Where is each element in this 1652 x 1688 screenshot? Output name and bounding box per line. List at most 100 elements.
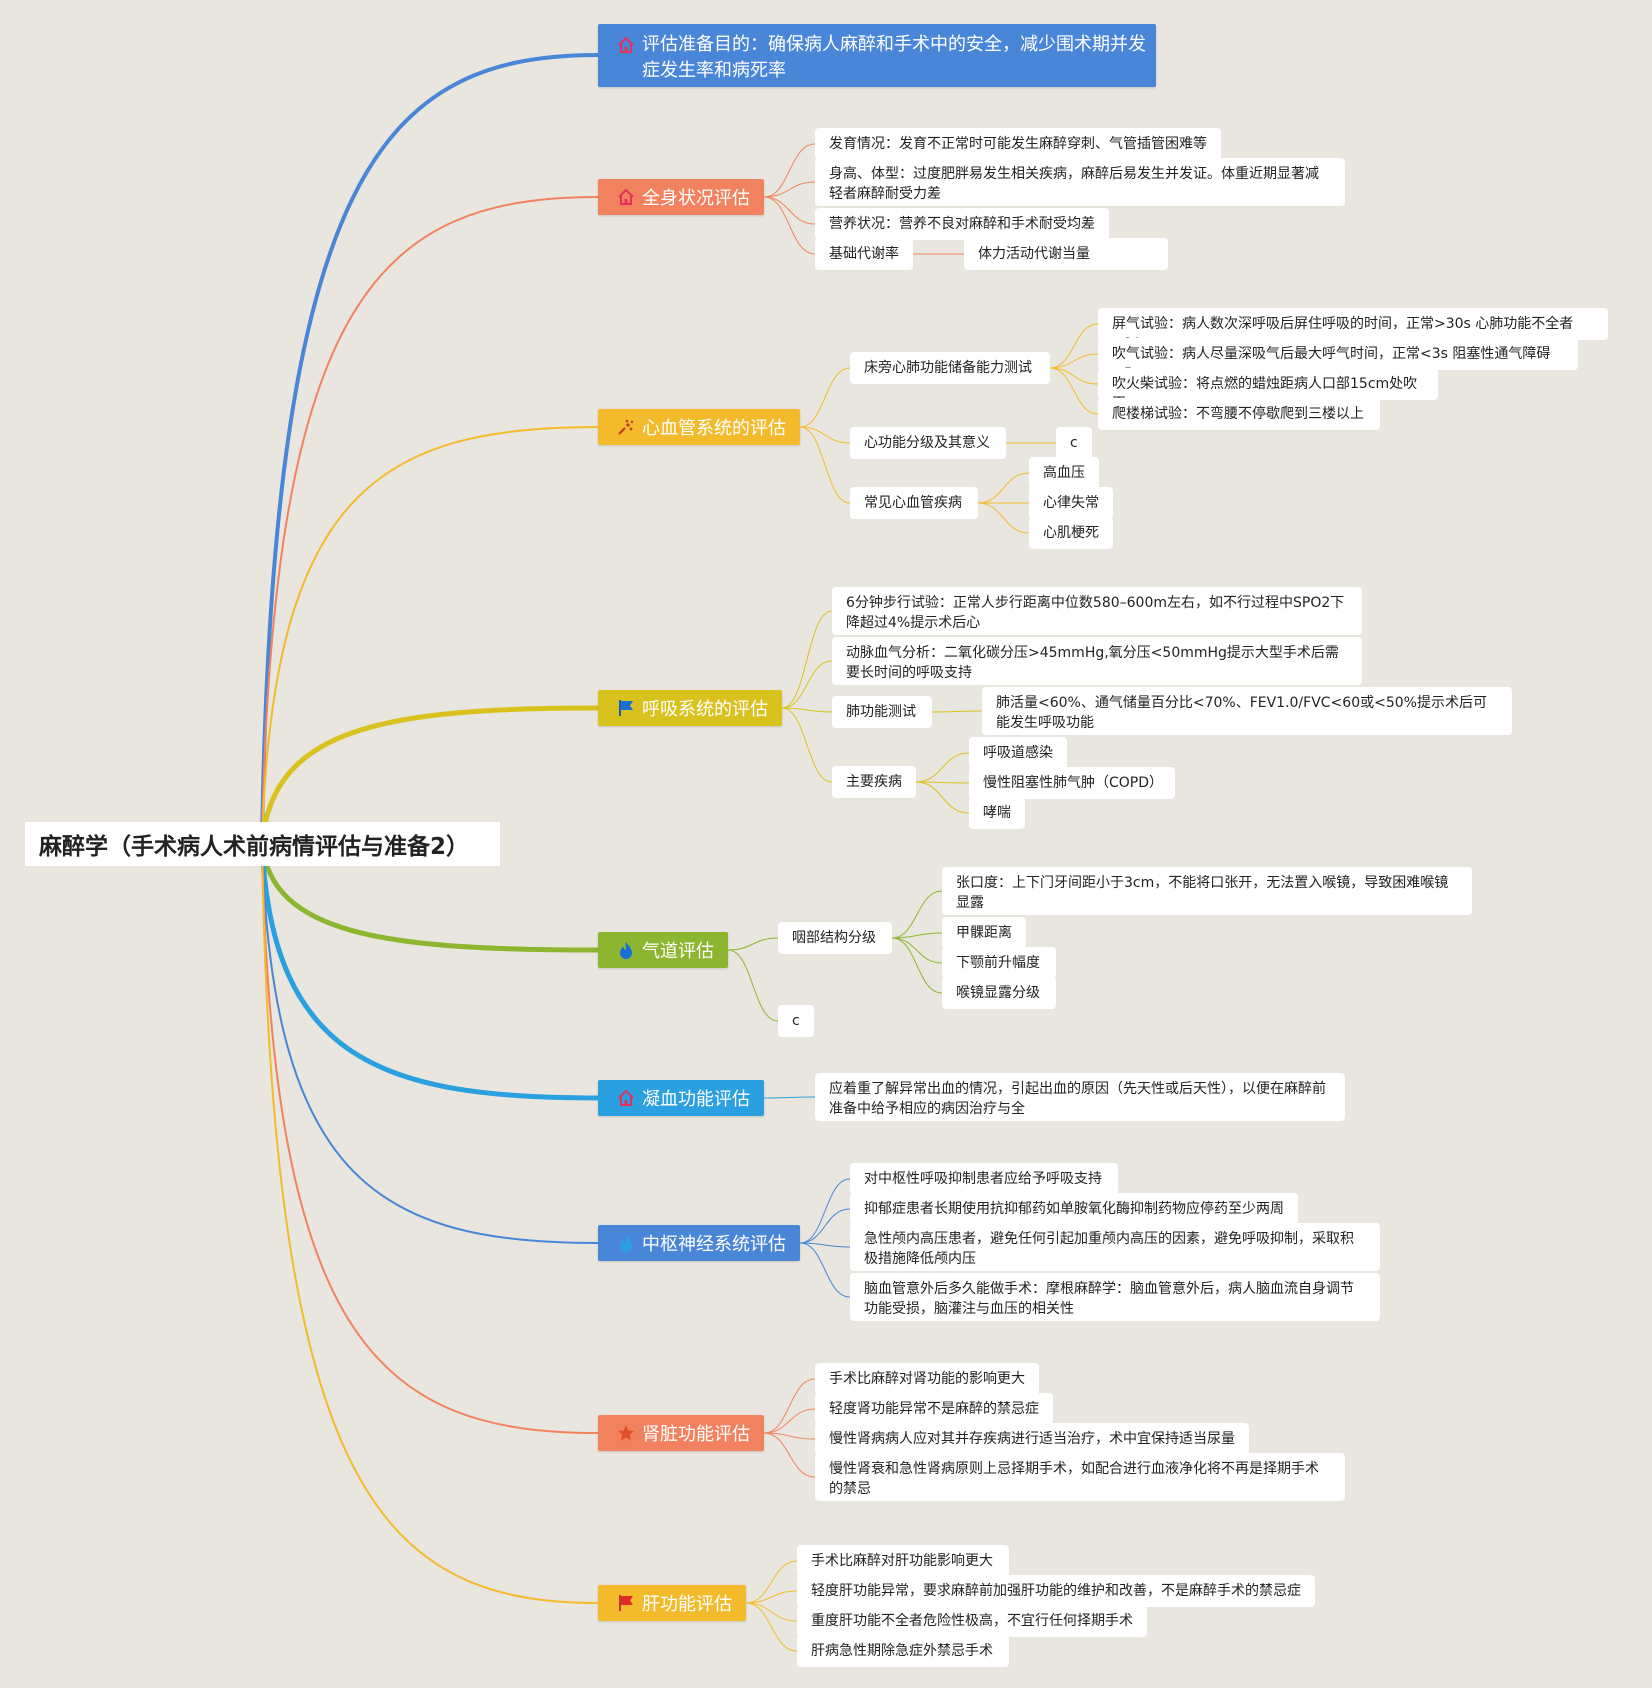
list-item[interactable]: 发育情况：发育不正常时可能发生麻醉穿刺、气管插管困难等 bbox=[815, 128, 1221, 160]
flag-icon bbox=[616, 1593, 636, 1613]
list-item[interactable]: 高血压 bbox=[1029, 457, 1099, 489]
connector-line bbox=[260, 53, 599, 845]
list-item[interactable]: 身高、体型：过度肥胖易发生相关疾病，麻醉后易发生并发证。体重近期显著减轻者麻醉耐… bbox=[815, 158, 1345, 206]
branch-label: 肾脏功能评估 bbox=[642, 1424, 750, 1445]
list-item[interactable]: 哮喘 bbox=[969, 797, 1025, 829]
branch-coag[interactable]: 凝血功能评估 bbox=[598, 1080, 764, 1116]
list-item[interactable]: 手术比麻醉对肝功能影响更大 bbox=[797, 1545, 1009, 1577]
connector-line bbox=[745, 1602, 798, 1622]
list-item[interactable]: c bbox=[1056, 427, 1092, 459]
flame-icon bbox=[616, 940, 636, 960]
list-item[interactable]: 抑郁症患者长期使用抗抑郁药如单胺氧化酶抑制药物应停药至少两周 bbox=[850, 1193, 1298, 1225]
list-item[interactable]: 脑血管意外后多久能做手术：摩根麻醉学：脑血管意外后，病人脑血流自身调节功能受损，… bbox=[850, 1273, 1380, 1321]
connector-line bbox=[799, 1242, 851, 1298]
connector-line bbox=[1049, 323, 1099, 369]
list-item[interactable]: 床旁心肺功能储备能力测试 bbox=[850, 352, 1050, 384]
list-item[interactable]: 慢性肾衰和急性肾病原则上忌择期手术，如配合进行血液净化将不再是择期手术的禁忌 bbox=[815, 1453, 1345, 1501]
connector-line bbox=[891, 890, 943, 939]
connector-line bbox=[799, 1242, 851, 1248]
connector-line bbox=[781, 707, 833, 783]
connector-line bbox=[763, 1432, 816, 1478]
list-item[interactable]: 甲髁距离 bbox=[942, 917, 1026, 949]
connector-line bbox=[977, 502, 1030, 534]
list-item[interactable]: 屏气试验：病人数次深呼吸后屏住呼吸的时间，正常>30s 心肺功能不全者<20s bbox=[1098, 308, 1608, 352]
flame-icon bbox=[616, 1233, 636, 1253]
flag-icon bbox=[616, 698, 636, 718]
house-icon bbox=[616, 35, 636, 55]
connector-line bbox=[261, 843, 599, 1244]
list-item[interactable]: 咽部结构分级 bbox=[778, 922, 892, 954]
list-item[interactable]: 动脉血气分析：二氧化碳分压>45mmHg,氧分压<50mmHg提示大型手术后需要… bbox=[832, 637, 1362, 685]
connector-line bbox=[745, 1560, 798, 1604]
connector-line bbox=[763, 1408, 816, 1434]
connector-line bbox=[261, 843, 599, 1434]
connector-line bbox=[1049, 367, 1099, 415]
list-item[interactable]: 心肌梗死 bbox=[1029, 517, 1113, 549]
list-item[interactable]: 下颚前升幅度 bbox=[942, 947, 1056, 979]
branch-label: 中枢神经系统评估 bbox=[642, 1234, 786, 1255]
connector-line bbox=[261, 196, 599, 845]
list-item[interactable]: c bbox=[778, 1005, 814, 1037]
connector-line bbox=[915, 781, 970, 784]
branch-general[interactable]: 全身状况评估 bbox=[598, 179, 764, 215]
list-item[interactable]: 急性颅内高压患者，避免任何引起加重颅内高压的因素，避免呼吸抑制，采取积极措施降低… bbox=[850, 1223, 1380, 1271]
branch-liver[interactable]: 肝功能评估 bbox=[598, 1585, 746, 1621]
list-item[interactable]: 吹气试验：病人尽量深吸气后最大呼气时间，正常<3s 阻塞性通气障碍>5s bbox=[1098, 338, 1578, 382]
star-icon bbox=[616, 1423, 636, 1443]
house-icon bbox=[616, 187, 636, 207]
list-item[interactable]: 对中枢性呼吸抑制患者应给予呼吸支持 bbox=[850, 1163, 1118, 1195]
connector-line bbox=[727, 949, 779, 1022]
connector-line bbox=[891, 937, 943, 964]
connector-line bbox=[259, 843, 599, 1101]
connector-line bbox=[781, 660, 833, 709]
connector-line bbox=[799, 367, 851, 428]
branch-label: 心血管系统的评估 bbox=[642, 418, 786, 439]
connector-line bbox=[763, 181, 816, 198]
connector-line bbox=[781, 707, 833, 713]
list-item[interactable]: 张口度：上下门牙间距小于3cm，不能将口张开，无法置入喉镜，导致困难喉镜显露 bbox=[942, 867, 1472, 915]
connector-line bbox=[915, 752, 970, 783]
list-item[interactable]: 心功能分级及其意义 bbox=[850, 427, 1006, 459]
list-item[interactable]: 重度肝功能不全者危险性极高，不宜行任何择期手术 bbox=[797, 1605, 1147, 1637]
branch-label: 评估准备目的：确保病人麻醉和手术中的安全，减少围术期并发症发生率和病死率 bbox=[642, 34, 1146, 81]
list-item[interactable]: 肝病急性期除急症外禁忌手术 bbox=[797, 1635, 1009, 1667]
connector-line bbox=[977, 472, 1030, 504]
list-item[interactable]: 轻度肾功能异常不是麻醉的禁忌症 bbox=[815, 1393, 1053, 1425]
branch-cardio[interactable]: 心血管系统的评估 bbox=[598, 409, 800, 445]
list-item[interactable]: 喉镜显露分级 bbox=[942, 977, 1056, 1009]
branch-resp[interactable]: 呼吸系统的评估 bbox=[598, 690, 782, 726]
connector-line bbox=[891, 932, 943, 939]
house-icon bbox=[616, 1088, 636, 1108]
connector-line bbox=[763, 196, 816, 255]
list-item[interactable]: 吹火柴试验：将点燃的蜡烛距病人口部15cm处吹灭 bbox=[1098, 368, 1438, 412]
list-item[interactable]: 6分钟步行试验：正常人步行距离中位数580–600m左右，如不行过程中SPO2下… bbox=[832, 587, 1362, 635]
connector-line bbox=[745, 1590, 798, 1604]
branch-purpose[interactable]: 评估准备目的：确保病人麻醉和手术中的安全，减少围术期并发症发生率和病死率 bbox=[598, 24, 1156, 87]
list-item[interactable]: 营养状况：营养不良对麻醉和手术耐受均差 bbox=[815, 208, 1109, 240]
list-item[interactable]: 肺活量<60%、通气储量百分比<70%、FEV1.0/FVC<60或<50%提示… bbox=[982, 687, 1512, 735]
list-item[interactable]: 慢性肾病病人应对其并存疾病进行适当治疗，术中宜保持适当尿量 bbox=[815, 1423, 1249, 1455]
connector-line bbox=[799, 1178, 851, 1244]
list-item[interactable]: 慢性阻塞性肺气肿（COPD） bbox=[969, 767, 1175, 799]
connector-line bbox=[261, 426, 599, 845]
list-item[interactable]: 应着重了解异常出血的情况，引起出血的原因（先天性或后天性），以便在麻醉前准备中给… bbox=[815, 1073, 1345, 1121]
list-item[interactable]: 手术比麻醉对肾功能的影响更大 bbox=[815, 1363, 1039, 1395]
branch-label: 全身状况评估 bbox=[642, 188, 750, 209]
list-item[interactable]: 基础代谢率 bbox=[815, 238, 913, 270]
root-topic[interactable]: 麻醉学（手术病人术前病情评估与准备2） bbox=[25, 822, 500, 866]
list-item[interactable]: 主要疾病 bbox=[832, 766, 916, 798]
list-item[interactable]: 爬楼梯试验：不弯腰不停歇爬到三楼以上 bbox=[1098, 398, 1380, 430]
branch-label: 凝血功能评估 bbox=[642, 1089, 750, 1110]
branch-airway[interactable]: 气道评估 bbox=[598, 932, 728, 968]
branch-kidney[interactable]: 肾脏功能评估 bbox=[598, 1415, 764, 1451]
list-item[interactable]: 心律失常 bbox=[1029, 487, 1113, 519]
list-item[interactable]: 肺功能测试 bbox=[832, 696, 932, 728]
connector-line bbox=[799, 1208, 851, 1244]
list-item[interactable]: 呼吸道感染 bbox=[969, 737, 1067, 769]
list-item[interactable]: 常见心血管疾病 bbox=[850, 487, 978, 519]
list-item[interactable]: 体力活动代谢当量 bbox=[964, 238, 1168, 270]
connector-line bbox=[763, 143, 816, 198]
list-item[interactable]: 轻度肝功能异常，要求麻醉前加强肝功能的维护和改善，不是麻醉手术的禁忌症 bbox=[797, 1575, 1315, 1607]
branch-cns[interactable]: 中枢神经系统评估 bbox=[598, 1225, 800, 1261]
